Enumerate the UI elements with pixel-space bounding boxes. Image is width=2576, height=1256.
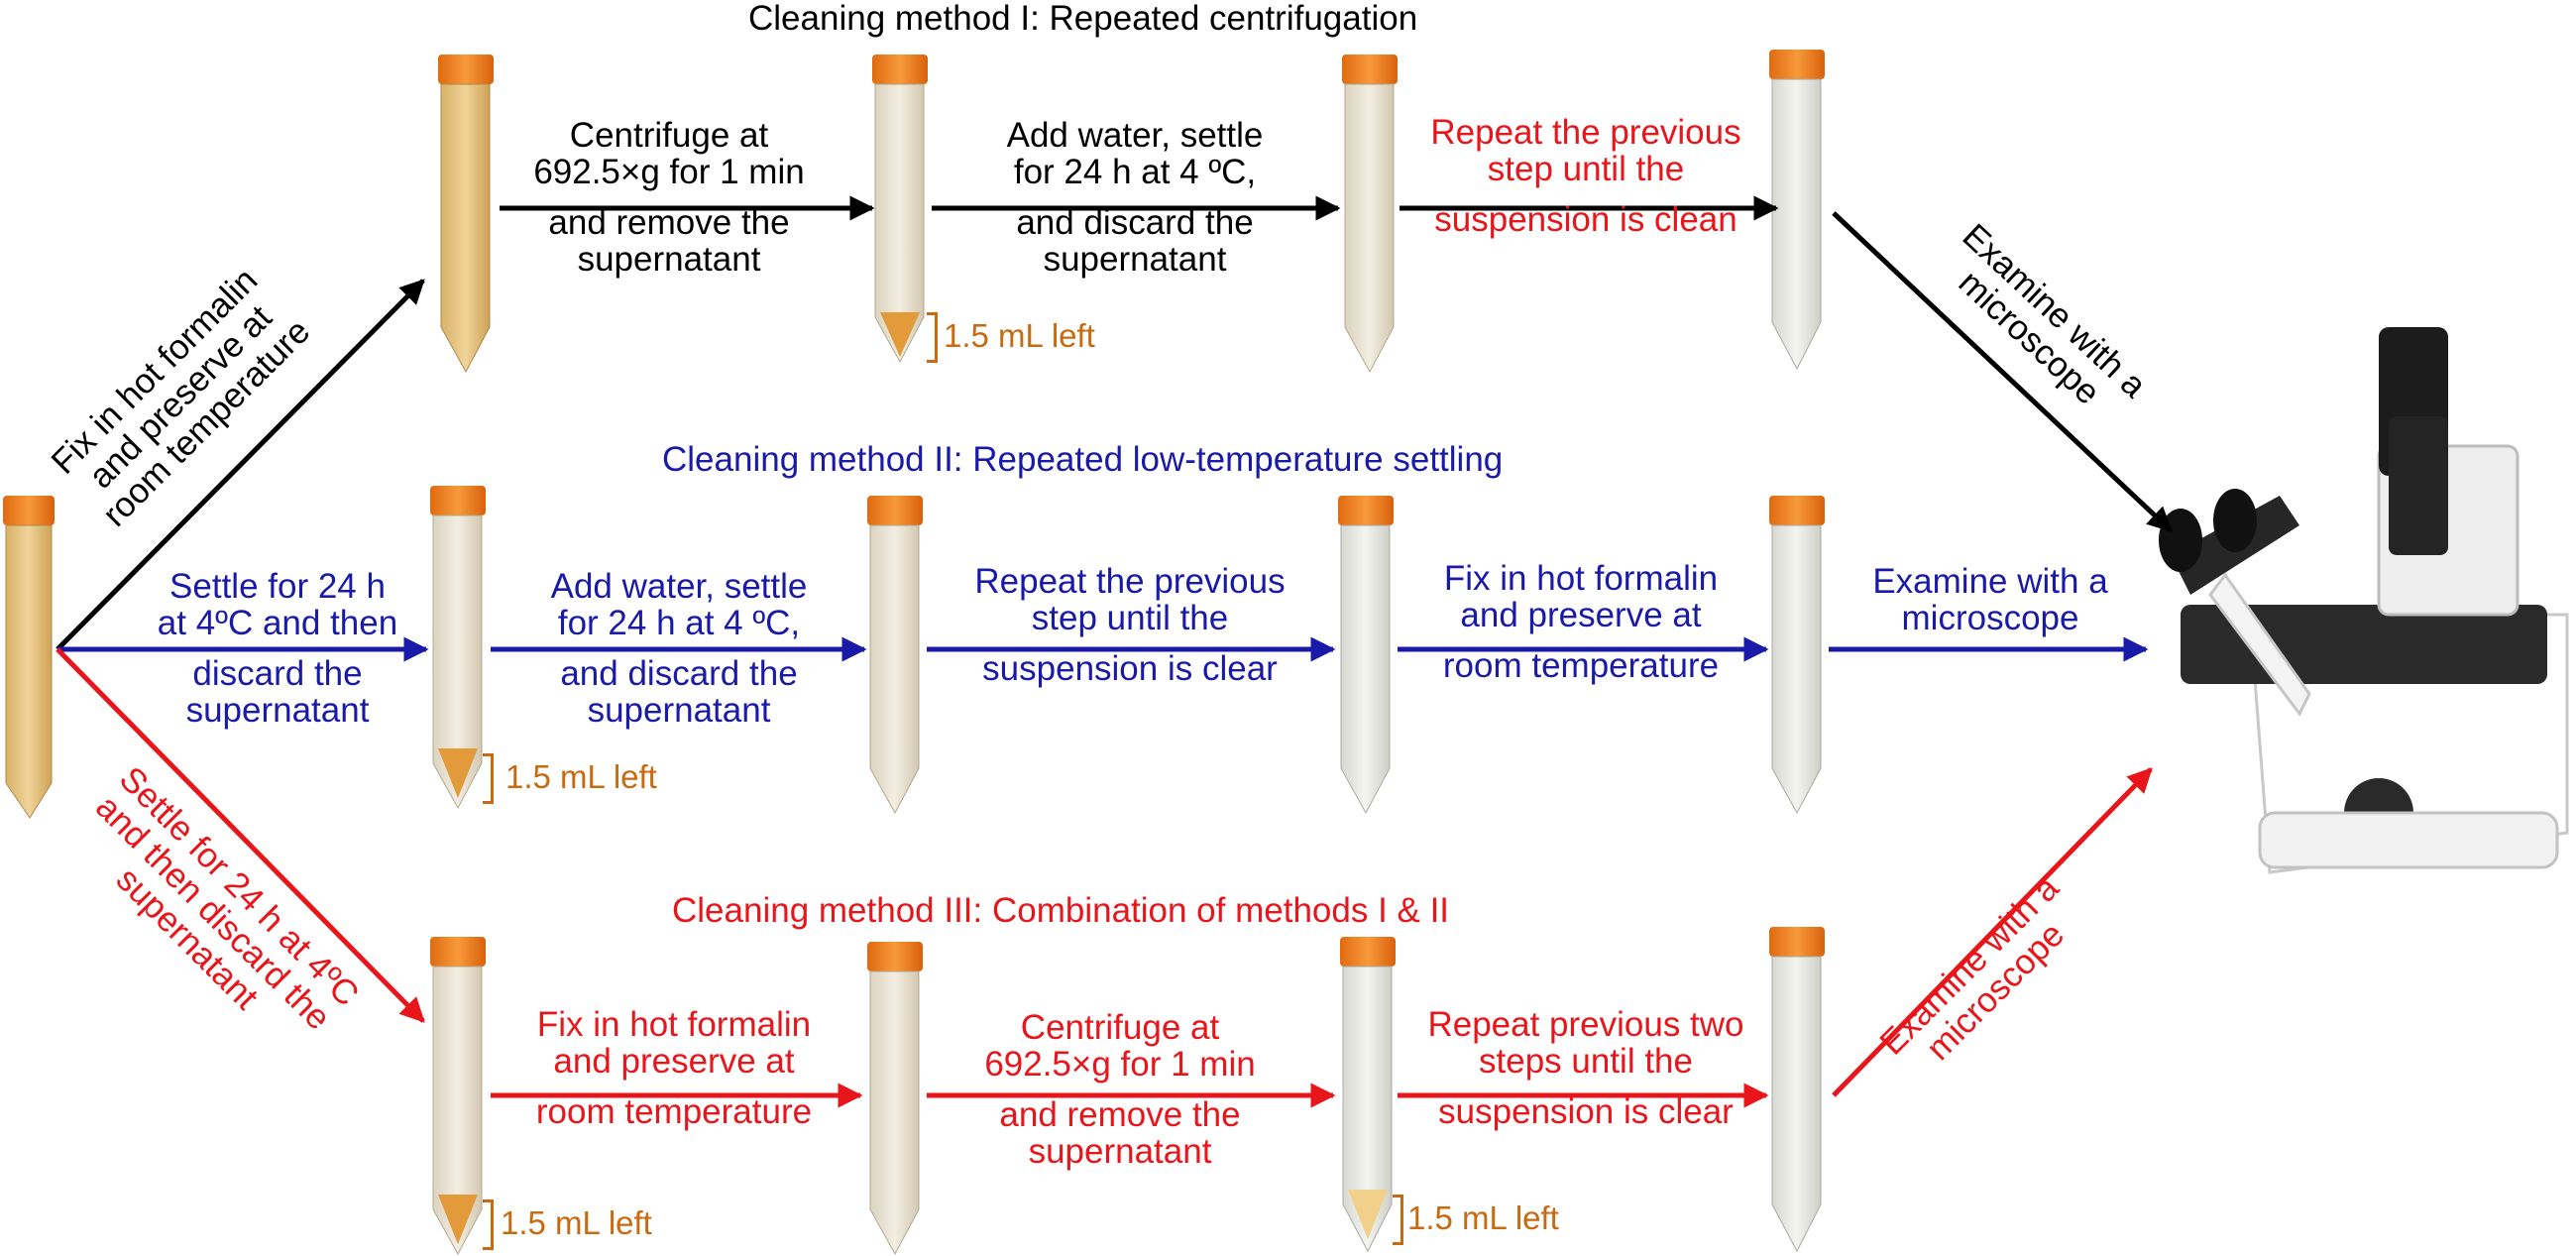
m1-volume-label: 1.5 mL left: [944, 317, 1095, 354]
tube-m2-4: [1769, 496, 1825, 815]
microscope-icon: [2159, 327, 2569, 874]
tube-m1-1: [438, 55, 494, 374]
m2-step2-label: Add water, settle for 24 h at 4 ºC, and …: [550, 567, 808, 730]
tube-m3-3: [1340, 937, 1396, 1253]
arrow-m1-entry: [56, 279, 425, 651]
m3-volume-bracket-2: [1393, 1195, 1403, 1245]
m3-volume-label-1: 1.5 mL left: [501, 1204, 652, 1241]
m3-step1-label: Fix in hot formalin and preserve at room…: [535, 1005, 813, 1131]
tube-m1-3: [1342, 55, 1398, 374]
method2-title: Cleaning method II: Repeated low-tempera…: [662, 440, 1504, 479]
method3-title: Cleaning method III: Combination of meth…: [672, 891, 1450, 930]
m1-step3-label: Repeat the previous step until the suspe…: [1430, 113, 1741, 239]
m2-step1-label: Settle for 24 h at 4ºC and then discard …: [157, 567, 398, 730]
arrow-m1-exit: [1832, 211, 2173, 532]
m2-volume-label: 1.5 mL left: [505, 758, 657, 795]
tube-start: [3, 496, 55, 819]
method1-title: Cleaning method I: Repeated centrifugati…: [748, 0, 1418, 38]
arrow-m3-entry: [56, 647, 425, 1023]
m3-volume-label-2: 1.5 mL left: [1407, 1199, 1559, 1236]
tube-m3-4: [1769, 927, 1825, 1253]
m1-step2-label: Add water, settle for 24 h at 4 ºC, and …: [1006, 116, 1264, 279]
tube-m2-2: [867, 496, 923, 815]
tube-m2-1: [430, 486, 486, 810]
tube-m1-4: [1769, 50, 1825, 371]
m2-step5-label: Examine with a microscope: [1872, 562, 2108, 637]
arrow-m3-exit: [1832, 767, 2153, 1097]
tube-m3-2: [867, 942, 923, 1256]
m1-volume-bracket: [927, 312, 938, 363]
tube-m2-3: [1338, 496, 1394, 815]
m2-volume-bracket: [483, 753, 494, 804]
tube-m3-1: [430, 937, 486, 1256]
m3-volume-bracket-1: [483, 1199, 494, 1250]
m3-step3-label: Repeat previous two steps until the susp…: [1427, 1005, 1744, 1131]
m2-step3-label: Repeat the previous step until the suspe…: [974, 562, 1286, 688]
tube-m1-2: [872, 55, 928, 364]
m1-step1-label: Centrifuge at 692.5×g for 1 min and remo…: [533, 116, 805, 279]
m3-step2-label: Centrifuge at 692.5×g for 1 min and remo…: [984, 1008, 1256, 1171]
m2-step4-label: Fix in hot formalin and preserve at room…: [1442, 559, 1720, 685]
